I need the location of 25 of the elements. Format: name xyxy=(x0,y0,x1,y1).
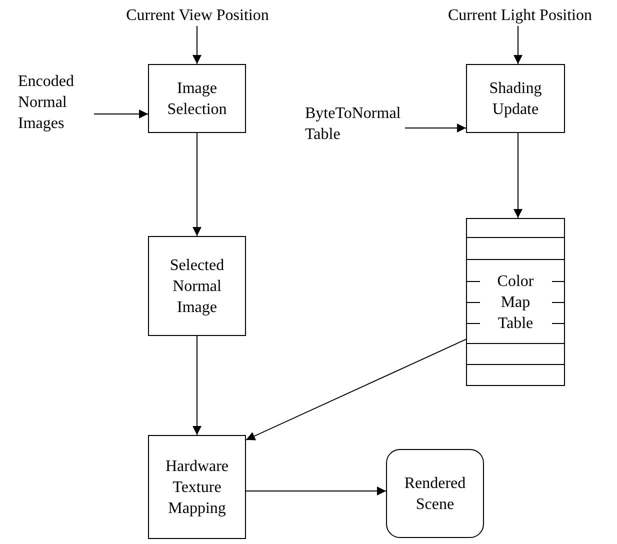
color-table xyxy=(466,218,565,386)
process-box xyxy=(148,64,246,133)
node-label: Selected Normal Image xyxy=(168,256,226,318)
node-label: Image Selection xyxy=(166,78,228,120)
node-label: Rendered Scene xyxy=(403,474,467,514)
data-box xyxy=(148,236,246,336)
arrow xyxy=(514,132,522,218)
node-label: Shading Update xyxy=(488,78,543,120)
process-box xyxy=(148,435,246,539)
arrow xyxy=(514,26,522,64)
arrow xyxy=(246,338,466,440)
arrow xyxy=(94,110,148,118)
arrow xyxy=(192,336,202,436)
arrow xyxy=(246,486,386,496)
node-label: Hardware Texture Mapping xyxy=(164,456,230,518)
arrow xyxy=(192,132,202,236)
arrow xyxy=(192,26,202,64)
input-label: Current Light Position xyxy=(447,6,593,26)
input-label: Encoded Normal Images xyxy=(18,72,75,134)
process-box xyxy=(466,64,565,133)
input-label: ByteToNormal Table xyxy=(305,104,402,145)
arrow xyxy=(404,124,466,132)
output-box xyxy=(386,449,484,538)
node-label: Color Map Table xyxy=(496,272,535,334)
input-label: Current View Position xyxy=(125,6,270,26)
